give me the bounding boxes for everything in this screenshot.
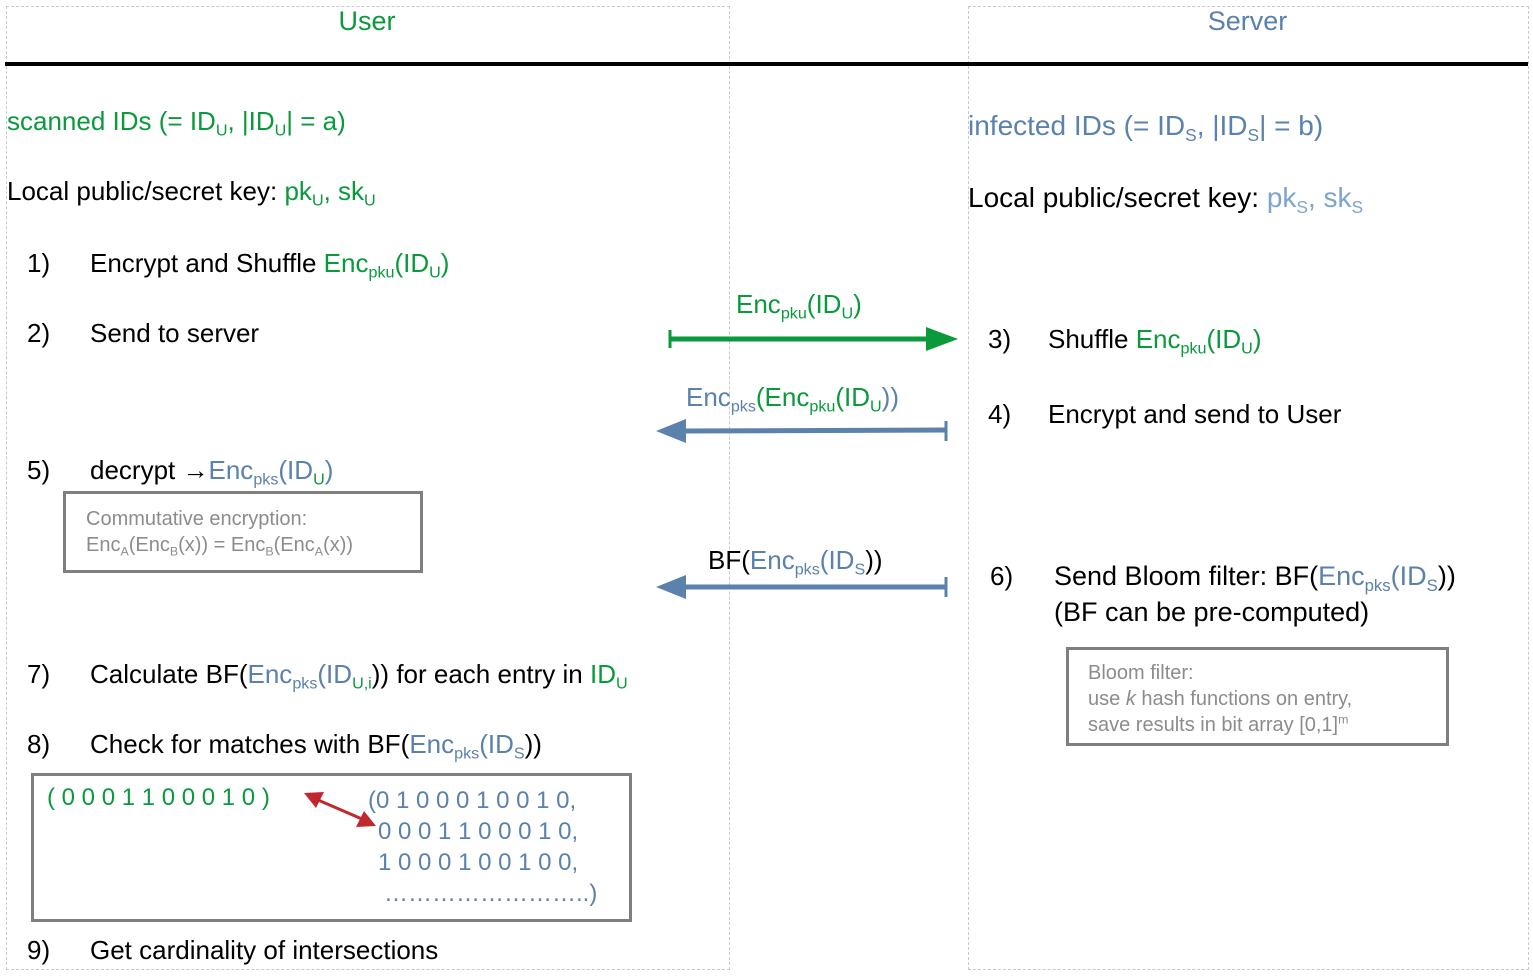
server-bit-array-row-1: (0 1 0 0 0 1 0 0 1 0, [368,787,577,814]
server-infected-ids: infected IDs (= IDS, |IDS| = b) [968,110,1324,146]
match-double-arrow [304,792,376,827]
user-lane [6,6,730,970]
step-9-number: 9) [27,935,51,965]
user-lane-title: User [338,6,396,36]
step-6-note: (BF can be pre-computed) [1054,597,1370,627]
step-1-text: Encrypt and Shuffle Encpku(IDU) [90,248,450,282]
bloom-note-bitarray: save results in bit array [0,1]m [1088,712,1349,736]
step-5-text: decrypt →Encpks(IDU) [90,455,334,489]
commutative-note-formula: EncA(EncB(x)) = EncB(EncA(x)) [86,534,354,559]
step-9-text: Get cardinality of intersections [90,935,439,965]
message-2-arrow [656,419,948,443]
server-bit-array-row-3: 1 0 0 0 1 0 0 1 0 0, [378,849,579,876]
server-bit-array-row-4: ……………………..) [384,880,598,907]
bloom-note-hash: use k hash functions on entry, [1088,688,1353,710]
step-2-text: Send to server [90,318,260,348]
user-bit-array: ( 0 0 0 1 1 0 0 0 1 0 ) [47,784,270,811]
step-3-text: Shuffle Encpku(IDU) [1048,324,1262,358]
step-5-number: 5) [27,455,51,485]
server-lane [968,6,1529,970]
user-keys: Local public/secret key: pkU, skU [7,176,376,210]
bloom-note-title: Bloom filter: [1088,662,1194,684]
server-keys: Local public/secret key: pkS, skS [968,182,1364,218]
step-2-number: 2) [27,318,51,348]
commutative-note-title: Commutative encryption: [86,508,308,530]
bit-array-comparison-box [31,773,632,922]
server-bit-array-row-2: 0 0 0 1 1 0 0 0 1 0, [378,818,579,845]
step-4-number: 4) [988,399,1012,429]
step-7-number: 7) [27,659,51,689]
message-2-label: Encpks(Encpku(IDU)) [686,382,899,416]
step-8-text: Check for matches with BF(Encpks(IDS)) [90,729,542,763]
header-divider [5,62,1528,66]
server-lane-title: Server [1207,6,1288,36]
message-3-arrow [656,575,948,599]
commutative-encryption-note: Commutative encryption: EncA(EncB(x)) = … [63,491,423,573]
step-6-number: 6) [990,561,1014,591]
message-1-label: Encpku(IDU) [736,289,862,323]
step-7-text: Calculate BF(Encpks(IDU,i)) for each ent… [90,659,628,693]
step-3-number: 3) [988,324,1012,354]
bloom-filter-note: Bloom filter: use k hash functions on en… [1066,647,1449,746]
step-1-number: 1) [27,248,51,278]
step-6-text: Send Bloom filter: BF(Encpks(IDS)) [1054,561,1456,595]
message-3-label: BF(Encpks(IDS)) [708,545,883,579]
user-scanned-ids: scanned IDs (= IDU, |IDU| = a) [7,106,346,140]
step-4-text: Encrypt and send to User [1048,399,1342,429]
step-8-number: 8) [27,729,51,759]
message-1-arrow [668,327,958,351]
